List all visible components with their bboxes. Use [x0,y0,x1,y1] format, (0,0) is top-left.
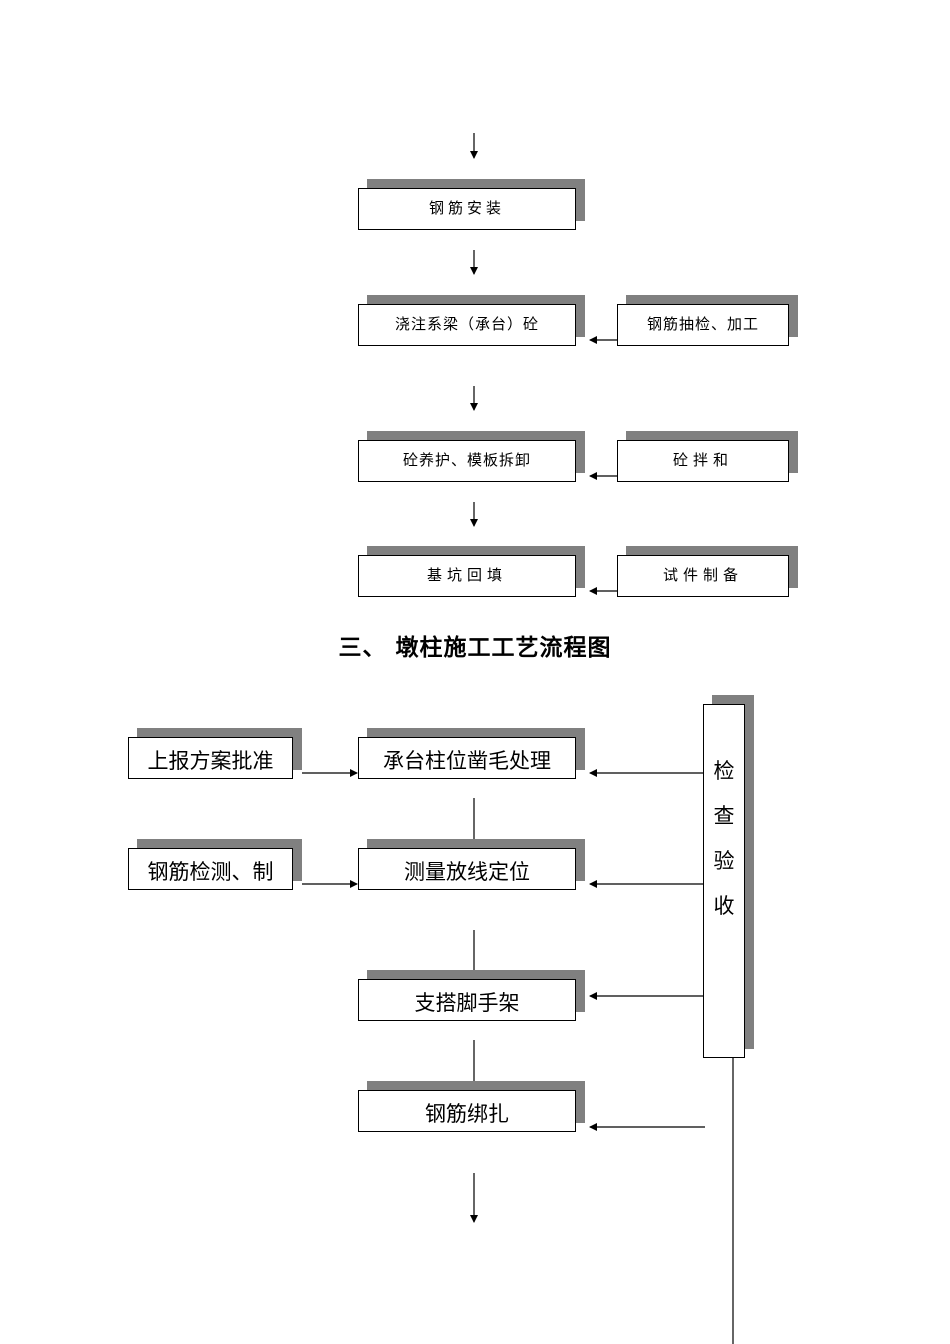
step-label: 支搭脚手架 [358,979,576,1021]
side-rebar-inspection: 钢筋抽检、加工 [617,295,798,346]
left-plan-approval: 上报方案批准 [128,728,302,779]
step-label: 钢筋绑扎 [358,1090,576,1132]
step-label: 钢筋抽检、加工 [617,304,789,346]
step-backfill: 基坑回填 [358,546,585,597]
side-specimen-prep: 试件制备 [617,546,798,597]
step-label: 上报方案批准 [128,737,293,779]
step-label: 钢筋检测、制 [128,848,293,890]
section-title: 三、 墩柱施工工艺流程图 [338,634,612,661]
inspection-char: 检 [713,759,735,783]
left-rebar-testing: 钢筋检测、制 [128,839,302,890]
step-curing-formwork: 砼养护、模板拆卸 [358,431,585,482]
step-label: 砼拌和 [617,440,789,482]
step-rebar-install: 钢筋安装 [358,179,585,230]
inspection-acceptance-box: 检 查 验 收 [703,695,754,1058]
step-pour-tie-beam: 浇注系梁（承台）砼 [358,295,585,346]
step-scaffolding: 支搭脚手架 [358,970,585,1021]
step-label: 浇注系梁（承台）砼 [358,304,576,346]
step-label: 试件制备 [617,555,789,597]
step-rebar-tying: 钢筋绑扎 [358,1081,585,1132]
step-roughen-column: 承台柱位凿毛处理 [358,728,585,779]
step-label: 基坑回填 [358,555,576,597]
step-survey-layout: 测量放线定位 [358,839,585,890]
inspection-label: 检 查 验 收 [703,704,745,1058]
step-label: 钢筋安装 [358,188,576,230]
side-concrete-mixing: 砼拌和 [617,431,798,482]
step-label: 砼养护、模板拆卸 [358,440,576,482]
step-label: 承台柱位凿毛处理 [358,737,576,779]
inspection-char: 查 [713,804,735,828]
inspection-char: 收 [713,894,735,918]
inspection-char: 验 [713,849,735,873]
step-label: 测量放线定位 [358,848,576,890]
